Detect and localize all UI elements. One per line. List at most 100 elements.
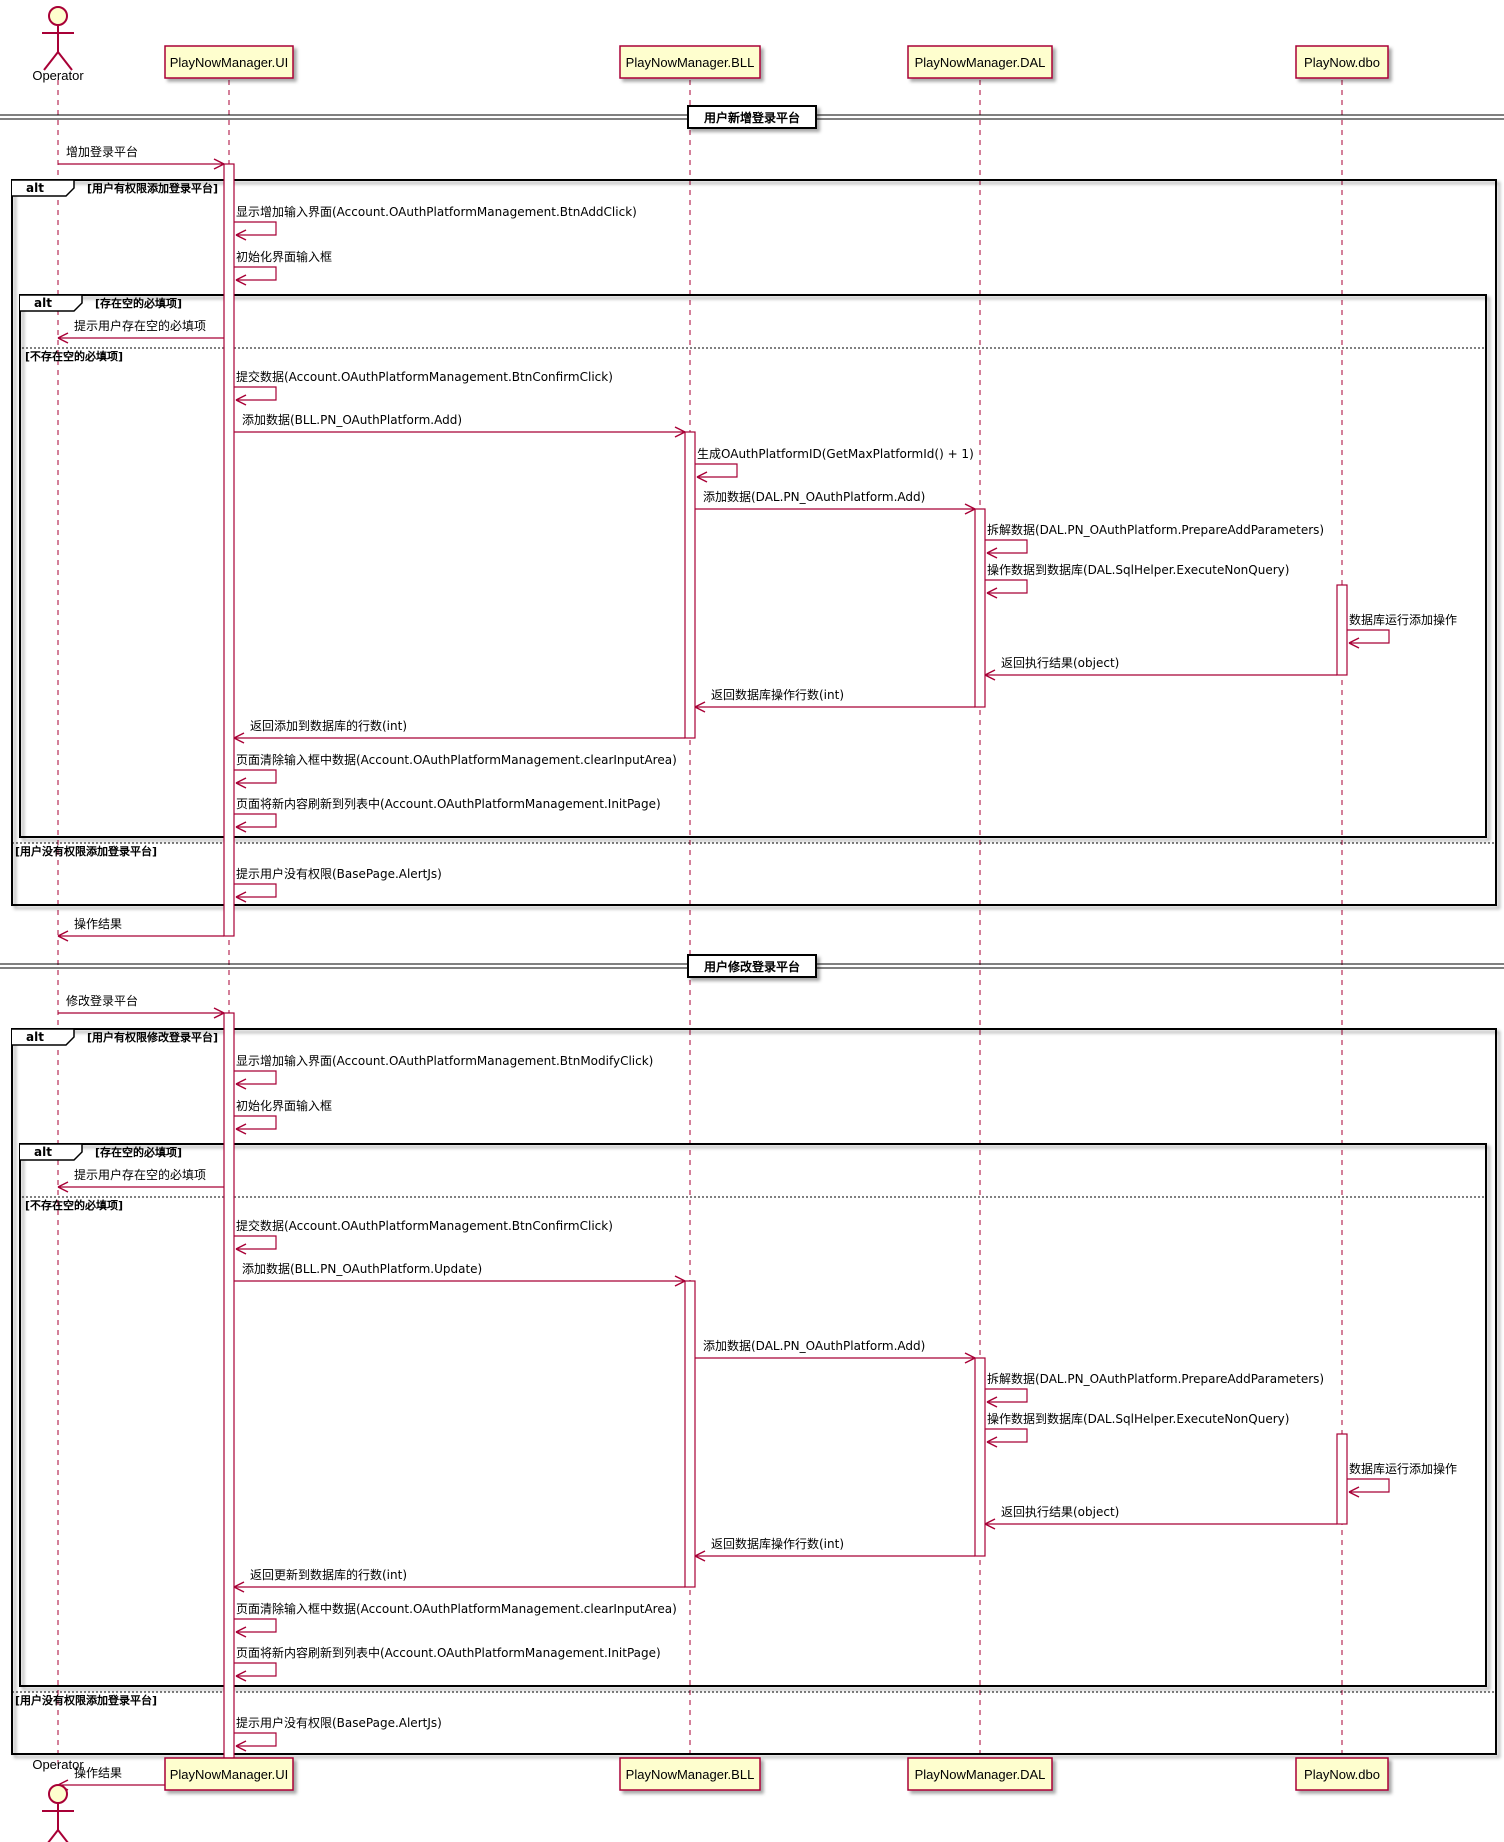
s1-msg-op-db-label: 操作数据到数据库(DAL.SqlHelper.ExecuteNonQuery) [987, 1411, 1289, 1426]
arrow-head [57, 332, 69, 344]
s0-msg-submit-label: 提交数据(Account.OAuthPlatformManagement.Btn… [236, 369, 613, 384]
s0-msg-refresh-label: 页面将新内容刷新到列表中(Account.OAuthPlatformManage… [236, 796, 661, 811]
arrow-head [235, 891, 247, 903]
s0-msg-no-perm-label: 提示用户没有权限(BasePage.AlertJs) [236, 866, 442, 881]
arrow-head [235, 1243, 247, 1255]
arrow-head [235, 1740, 247, 1752]
participant-label-operator: Operator [32, 1757, 84, 1772]
participant-label-ui: PlayNowManager.UI [170, 1767, 289, 1782]
arrow-head [213, 158, 225, 170]
arrow-head [235, 777, 247, 789]
s0-msg-request-label: 增加登录平台 [66, 144, 138, 159]
arrow-head [235, 229, 247, 241]
s1-msg-no-perm-label: 提示用户没有权限(BasePage.AlertJs) [236, 1715, 442, 1730]
s0-msg-db-run-label: 数据库运行添加操作 [1349, 612, 1457, 627]
participant-label-bll: PlayNowManager.BLL [626, 55, 755, 70]
s1-msg-show-input-label: 显示增加输入界面(Account.OAuthPlatformManagement… [236, 1053, 653, 1068]
s0-msg-result-label: 操作结果 [74, 916, 122, 931]
s0-alt-outer [11, 179, 1497, 906]
arrow-head [233, 732, 245, 744]
s1-msg-clear-line [234, 1618, 277, 1633]
arrow-head [986, 1396, 998, 1408]
participant-label-ui: PlayNowManager.UI [170, 55, 289, 70]
arrow-head [235, 1670, 247, 1682]
actor-head-bottom [48, 1784, 68, 1804]
s1-msg-db-run-line [1347, 1478, 1390, 1493]
s0-activation-ui [223, 163, 235, 937]
arrow-head [674, 426, 686, 438]
actor-head-top [48, 6, 68, 26]
participant-label-dal: PlayNowManager.DAL [915, 1767, 1046, 1782]
s1-msg-parse-line [985, 1388, 1028, 1403]
s0-msg-hint-label: 提示用户存在空的必填项 [74, 318, 206, 333]
s1-msg-hint-label: 提示用户存在空的必填项 [74, 1167, 206, 1182]
s0-alt-inner-tab [20, 294, 83, 312]
actor-leg-right-bottom [57, 1829, 69, 1842]
s1-msg-no-perm-line [234, 1732, 277, 1747]
s0-msg-parse-line [985, 539, 1028, 554]
s0-msg-submit-line [234, 386, 277, 401]
s0-alt-inner-else-guard: [不存在空的必填项] [25, 349, 123, 363]
s0-msg-parse-label: 拆解数据(DAL.PN_OAuthPlatform.PrepareAddPara… [987, 522, 1324, 537]
participant-label-dbo: PlayNow.dbo [1304, 1767, 1380, 1782]
s0-msg-call-bll-label: 添加数据(BLL.PN_OAuthPlatform.Add) [242, 412, 462, 427]
arrow-head [1348, 1486, 1360, 1498]
s1-activation-dal [974, 1357, 986, 1557]
arrow-head [964, 1352, 976, 1364]
s0-alt-outer-tab [12, 179, 75, 197]
s1-divider-label: 用户修改登录平台 [703, 959, 800, 974]
s1-msg-op-db-line [985, 1428, 1028, 1443]
participant-label-dal: PlayNowManager.DAL [915, 55, 1046, 70]
s1-alt-inner [19, 1143, 1487, 1687]
s1-msg-show-input-line [234, 1070, 277, 1085]
arrow-head [235, 1626, 247, 1638]
arrow-head [986, 547, 998, 559]
s0-msg-no-perm-line [234, 883, 277, 898]
arrow-head [694, 1550, 706, 1562]
s1-msg-result-label: 操作结果 [74, 1765, 122, 1780]
s1-msg-parse-label: 拆解数据(DAL.PN_OAuthPlatform.PrepareAddPara… [987, 1371, 1324, 1386]
s1-msg-init-input-line [234, 1115, 277, 1130]
s0-activation-bll [684, 431, 696, 739]
arrow-head [674, 1275, 686, 1287]
s0-alt-outer-keyword: alt [26, 181, 44, 195]
s0-msg-show-input-line [234, 221, 277, 236]
s1-activation-dbo [1336, 1433, 1348, 1525]
s1-alt-outer [11, 1028, 1497, 1755]
s0-alt-inner [19, 294, 1487, 838]
s0-msg-clear-label: 页面清除输入框中数据(Account.OAuthPlatformManageme… [236, 752, 677, 767]
arrow-head [696, 471, 708, 483]
s1-alt-inner-else-guard: [不存在空的必填项] [25, 1198, 123, 1212]
arrow-head [986, 587, 998, 599]
arrow-head [964, 503, 976, 515]
s0-msg-ret-rows-label: 返回添加到数据库的行数(int) [250, 718, 407, 733]
s1-alt-inner-keyword: alt [34, 1145, 52, 1159]
participant-label-operator: Operator [32, 68, 84, 83]
s1-msg-call-bll-label: 添加数据(BLL.PN_OAuthPlatform.Update) [242, 1261, 482, 1276]
s1-alt-outer-else-guard: [用户没有权限添加登录平台] [15, 1693, 157, 1707]
s1-msg-request-label: 修改登录平台 [66, 993, 138, 1008]
actor-leg-right-top [57, 51, 73, 71]
s1-msg-clear-label: 页面清除输入框中数据(Account.OAuthPlatformManageme… [236, 1601, 677, 1616]
s1-msg-ret-int-label: 返回数据库操作行数(int) [711, 1536, 844, 1551]
s1-msg-ret-rows-label: 返回更新到数据库的行数(int) [250, 1567, 407, 1582]
s0-msg-init-input-line [234, 266, 277, 281]
s0-alt-outer-else-guard: [用户没有权限添加登录平台] [15, 844, 157, 858]
s0-msg-init-input-label: 初始化界面输入框 [236, 249, 332, 264]
s1-msg-call-dal-label: 添加数据(DAL.PN_OAuthPlatform.Add) [703, 1338, 925, 1353]
s0-msg-call-dal-label: 添加数据(DAL.PN_OAuthPlatform.Add) [703, 489, 925, 504]
s0-msg-refresh-line [234, 813, 277, 828]
arrow-head [235, 1123, 247, 1135]
participant-box-dal [907, 45, 1053, 79]
arrow-head [213, 1007, 225, 1019]
s0-alt-inner-keyword: alt [34, 296, 52, 310]
s1-activation-bll [684, 1280, 696, 1588]
s1-alt-inner-tab [20, 1143, 83, 1161]
participant-box-bll [619, 1757, 761, 1791]
participant-box-dal [907, 1757, 1053, 1791]
participant-box-ui [164, 1757, 294, 1791]
s0-msg-db-run-line [1347, 629, 1390, 644]
arrow-head [235, 821, 247, 833]
arrow-head [984, 669, 996, 681]
s0-msg-ret-int-label: 返回数据库操作行数(int) [711, 687, 844, 702]
